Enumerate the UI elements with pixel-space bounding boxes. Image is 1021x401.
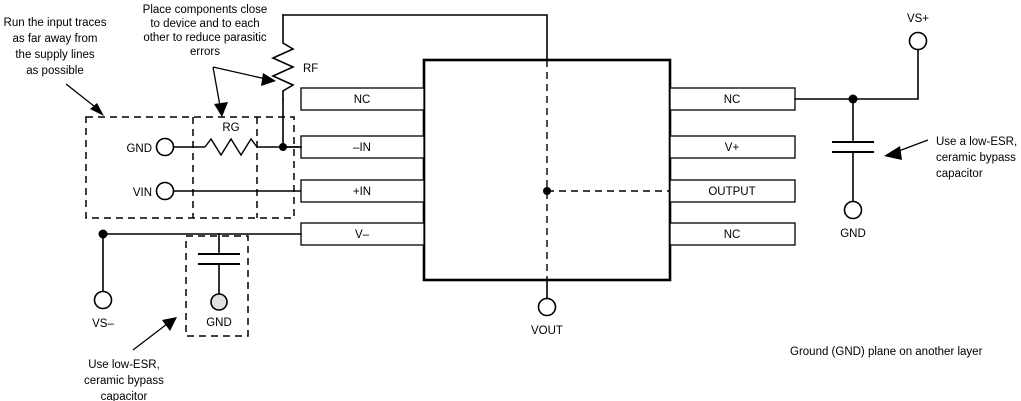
v-plus-rail-wire [794,49,919,100]
note-place-components-arrowhead-rf [261,73,276,86]
vs-plus-label: VS+ [907,13,929,25]
pin-label-left-4: V– [355,229,370,241]
right-cap-gnd-label: GND [840,228,866,240]
vs-plus-terminal[interactable] [908,31,928,51]
right-pin-group: NC V+ OUTPUT NC [669,87,796,246]
pin-box-right-4 [669,222,796,246]
note-input-traces-line-4: as possible [26,65,84,77]
note-low-esr-right-line-2: ceramic bypass [936,152,1016,164]
left-pin-group: NC –IN +IN V– [300,87,425,246]
note-place-components-line-4: errors [190,46,220,58]
note-low-esr-left-leader [132,323,168,351]
note-input-traces: Run the input traces as far away from th… [4,17,107,77]
note-place-components-arrowhead-rg [214,102,228,117]
input-trace-region-box [85,116,295,219]
feedback-down-wire [282,98,302,148]
resistor-rf [271,14,295,100]
vs-minus-label: VS– [92,318,114,330]
ic-center-junction-dot [543,187,551,195]
vin-terminal[interactable] [155,181,175,201]
minus-in-junction-dot [279,143,287,151]
note-low-esr-right: Use a low-ESR, ceramic bypass capacitor [936,136,1017,180]
note-place-components-leader-rg [212,66,221,107]
note-low-esr-left-line-2: ceramic bypass [84,375,164,387]
note-place-components-line-1: Place components close [143,4,268,16]
note-low-esr-right-arrowhead [884,146,902,160]
feedback-top-wire [282,14,548,61]
pin-box-right-3 [669,179,796,203]
left-bypass-cap-region-box [185,235,249,337]
resistor-rg-label: RG [222,122,239,134]
pin-label-left-3: +IN [353,186,371,198]
resistor-rf-label: RF [303,63,318,75]
note-place-components-leader-rf [212,66,267,80]
pin-label-left-1: NC [354,94,371,106]
pin-label-right-1: NC [724,94,741,106]
note-place-components-line-2: to device and to each [150,18,259,30]
pin-box-right-2 [669,135,796,159]
note-place-components-line-3: other to reduce parasitic [143,32,267,44]
pin-box-left-1 [300,87,425,111]
note-input-traces-line-2: as far away from [13,33,98,45]
gnd-input-label: GND [126,143,152,155]
gnd-input-terminal[interactable] [155,137,175,157]
left-cap-gnd-label: GND [206,317,232,329]
left-cap-gnd-terminal[interactable] [210,293,228,311]
pin-label-left-2: –IN [353,142,371,154]
right-cap-gnd-terminal[interactable] [843,200,863,220]
pin-label-right-2: V+ [725,142,740,154]
note-low-esr-left-line-3: capacitor [101,391,148,401]
note-input-traces-line-3: the supply lines [15,49,95,61]
pin-label-right-4: NC [724,229,741,241]
note-low-esr-left-line-1: Use low-ESR, [88,359,160,371]
pin-label-right-3: OUTPUT [708,186,755,198]
note-ground-plane: Ground (GND) plane on another layer [790,346,983,358]
note-low-esr-right-line-3: capacitor [936,168,983,180]
note-input-traces-leader [65,83,100,111]
note-input-traces-arrowhead [90,103,104,116]
note-input-traces-line-1: Run the input traces [4,17,107,29]
note-place-components: Place components close to device and to … [143,4,268,58]
vin-label: VIN [133,187,152,199]
note-low-esr-left-arrowhead [162,317,177,331]
vout-label: VOUT [531,325,563,337]
resistor-rg [204,137,258,157]
vout-terminal[interactable] [537,297,557,317]
note-low-esr-right-leader [895,139,929,153]
note-low-esr-left: Use low-ESR, ceramic bypass capacitor [84,359,164,401]
vs-minus-terminal[interactable] [93,290,113,310]
note-low-esr-right-line-1: Use a low-ESR, [936,136,1017,148]
